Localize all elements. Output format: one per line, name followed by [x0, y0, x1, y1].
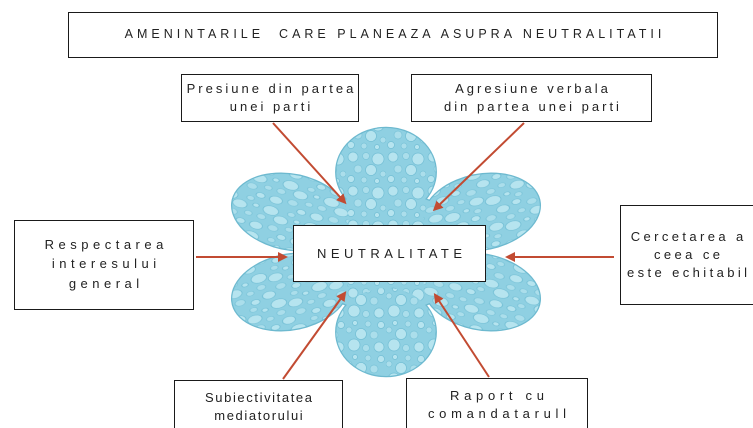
box-agresiune: Agresiune verbala din partea unei parti — [411, 74, 652, 122]
box-respectarea: Respectarea interesului general — [14, 220, 194, 310]
arrow-presiune — [272, 122, 347, 205]
arrow-subiectivitatea — [282, 291, 347, 380]
cercetarea-line-2: ceea ce — [654, 247, 724, 262]
agresiune-line-1: Agresiune verbala — [455, 81, 611, 96]
respectarea-line-3: general — [68, 275, 144, 291]
box-subiectivitatea: Subiectivitatea mediatorului — [174, 380, 343, 428]
respectarea-line-1: Respectarea — [44, 236, 168, 252]
center-label: NEUTRALITATE — [316, 245, 467, 261]
agresiune-line-2: din partea unei parti — [444, 99, 622, 114]
cercetarea-line-1: Cercetarea a — [630, 229, 747, 244]
presiune-line-2: unei parti — [229, 99, 314, 114]
arrow-raport — [433, 292, 490, 378]
raport-line-1: Raport cu — [450, 388, 549, 403]
box-presiune: Presiune din partea unei parti — [181, 74, 359, 122]
raport-line-2: comandatarull — [427, 406, 571, 421]
flower-petal-top — [336, 128, 436, 216]
box-cercetarea: Cercetarea a ceea ce este echitabil — [620, 205, 753, 305]
subiectivitatea-line-1: Subiectivitatea — [205, 390, 314, 405]
center-box: NEUTRALITATE — [293, 225, 486, 282]
arrow-agresiune — [432, 122, 525, 212]
cercetarea-line-3: este echitabil — [626, 265, 751, 280]
arrows — [196, 122, 614, 380]
box-raport: Raport cu comandatarull — [406, 378, 588, 428]
diagram-title: AMENINTARILE CARE PLANEAZA ASUPRA NEUTRA… — [124, 26, 666, 41]
flower-petal-bottom — [336, 288, 436, 376]
title-box: AMENINTARILE CARE PLANEAZA ASUPRA NEUTRA… — [68, 12, 718, 58]
presiune-line-1: Presiune din partea — [186, 81, 357, 96]
respectarea-line-2: interesului — [51, 256, 161, 272]
subiectivitatea-line-2: mediatorului — [214, 408, 305, 423]
